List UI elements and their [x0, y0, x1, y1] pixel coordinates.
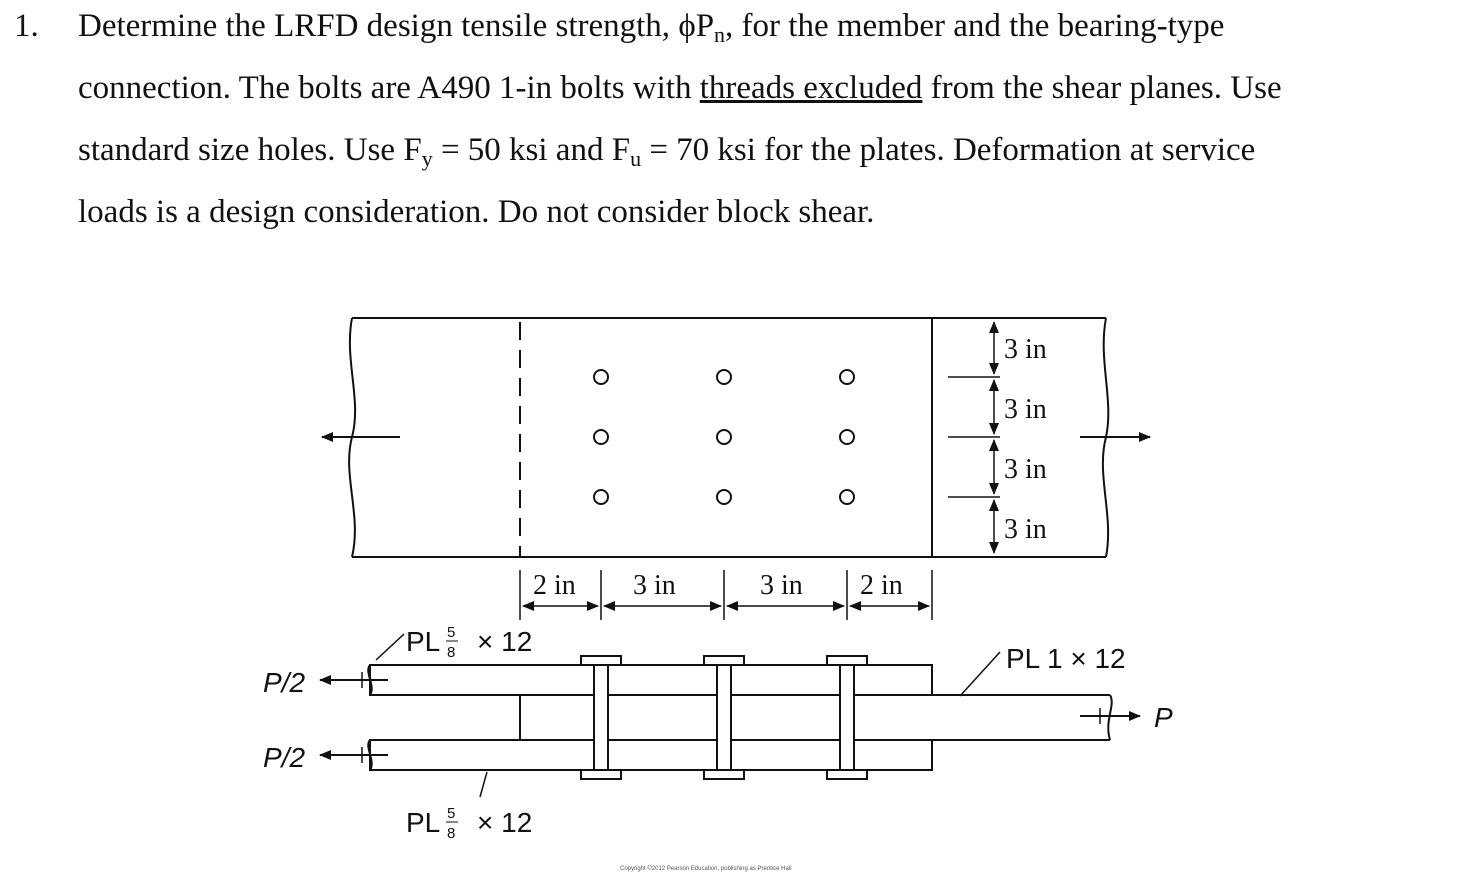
line3-text-c: = 70 ksi for the plates. Deformation at … — [641, 132, 1256, 168]
underlined-threads-excluded: threads excluded — [699, 70, 923, 106]
svg-text:× 12: × 12 — [477, 807, 532, 838]
load-label-main: P — [1154, 702, 1173, 733]
line2-text-b: from the shear planes. Use — [922, 70, 1282, 106]
vertical-dimensions: 3 in 3 in 3 in 3 in — [948, 321, 1047, 554]
bottom-splice-label: PL 5 8 × 12 — [406, 805, 532, 842]
bolt-hole — [593, 489, 609, 505]
bolt-shank — [839, 664, 855, 771]
bolts-elevation — [580, 655, 868, 780]
bolt-nut — [703, 769, 745, 780]
bolt-nut — [580, 769, 622, 780]
line1-text-b: , for the member and the bearing-type — [725, 8, 1225, 44]
line2-text-a: connection. The bolts are A490 1-in bolt… — [78, 70, 700, 106]
main-plate-label: PL 1 × 12 — [1006, 643, 1126, 674]
top-splice-label: PL 5 8 × 12 — [406, 624, 532, 661]
bolt-hole — [593, 429, 609, 445]
svg-text:5: 5 — [447, 624, 455, 641]
bolt-holes — [593, 369, 855, 505]
p-letter: P — [695, 8, 715, 44]
hdim-4: 2 in — [860, 570, 903, 601]
svg-text:5: 5 — [447, 805, 455, 822]
hdim-2: 3 in — [633, 570, 676, 601]
bolt-hole — [716, 369, 732, 385]
line1-text-a: Determine the LRFD design tensile streng… — [78, 8, 679, 44]
phi-symbol: ϕ — [678, 8, 696, 44]
elevation-view: P/2 P/2 P PL 1 × 12 PL 5 8 × 12 PL 5 8 ×… — [263, 624, 1173, 872]
top-splice-plate — [369, 664, 933, 696]
vdim-4: 3 in — [1004, 514, 1047, 545]
bolt-hole — [839, 489, 855, 505]
bolt-hole — [593, 369, 609, 385]
vdim-3: 3 in — [1004, 454, 1047, 485]
bolt-shank — [716, 664, 732, 771]
problem-line-1: Determine the LRFD design tensile streng… — [78, 8, 1225, 47]
vdim-1: 3 in — [1004, 334, 1047, 365]
svg-text:8: 8 — [447, 644, 455, 661]
horizontal-dimensions: 2 in 3 in 3 in 2 in — [519, 570, 933, 620]
load-label-bottom: P/2 — [263, 742, 305, 773]
main-plate-break — [1107, 694, 1113, 741]
plan-view: 3 in 3 in 3 in 3 in 2 in 3 in 3 in 2 in — [321, 317, 1151, 620]
n-subscript: n — [714, 22, 726, 47]
bolt-hole — [839, 369, 855, 385]
bolt-head — [580, 655, 622, 666]
problem-line-4: loads is a design consideration. Do not … — [78, 194, 875, 230]
load-label-top: P/2 — [263, 667, 305, 698]
y-subscript: y — [421, 146, 433, 171]
vdim-2: 3 in — [1004, 394, 1047, 425]
bolt-nut — [826, 769, 868, 780]
bottom-splice-plate — [369, 739, 933, 771]
problem-number: 1. — [14, 8, 39, 44]
svg-text:8: 8 — [447, 825, 455, 842]
bolt-head — [826, 655, 868, 666]
svg-text:× 12: × 12 — [477, 626, 532, 657]
svg-text:PL: PL — [406, 626, 440, 657]
bolt-hole — [716, 429, 732, 445]
copyright-note: Copyright ©2012 Pearson Education, publi… — [620, 865, 792, 872]
bolt-shank — [593, 664, 609, 771]
problem-line-2: connection. The bolts are A490 1-in bolt… — [78, 70, 1282, 107]
svg-text:PL: PL — [406, 807, 440, 838]
problem-line-3: standard size holes. Use Fy = 50 ksi and… — [78, 132, 1256, 171]
bolt-hole — [716, 489, 732, 505]
hdim-1: 2 in — [533, 570, 576, 601]
bolt-head — [703, 655, 745, 666]
u-subscript: u — [630, 146, 642, 171]
hdim-3: 3 in — [760, 570, 803, 601]
line3-text-b: = 50 ksi and F — [432, 132, 631, 168]
line3-text-a: standard size holes. Use F — [78, 132, 422, 168]
bolt-hole — [839, 429, 855, 445]
